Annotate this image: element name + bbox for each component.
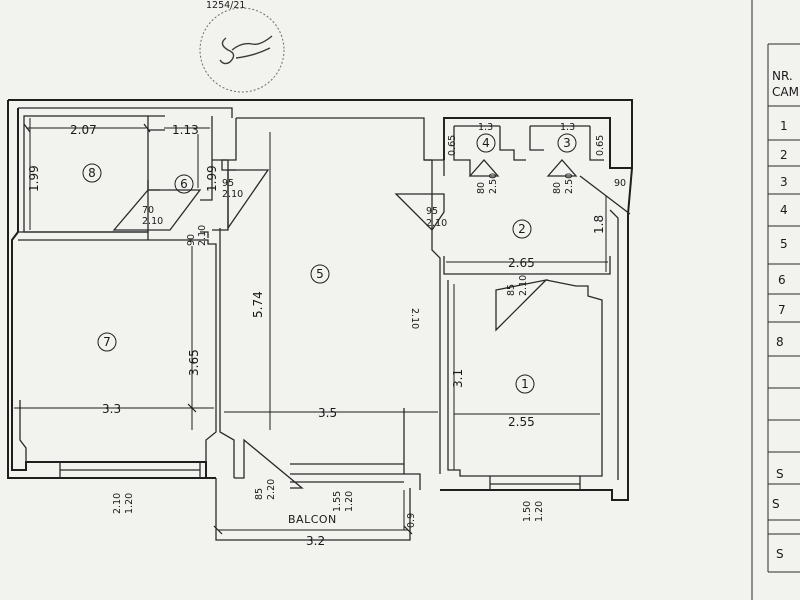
dim-room2-width: 2.65 — [508, 256, 535, 270]
dim-room1-door-height: 2.10 — [518, 275, 529, 296]
table-header-nr: NR. — [772, 69, 793, 83]
dim-balcony-door-width: 85 — [254, 488, 265, 500]
dim-room7-width: 3.3 — [102, 402, 121, 416]
table-header-cam: CAM — [772, 85, 799, 99]
dimension-labels: 2.07 1.13 1.99 1.99 70 2.10 95 2.10 90 2… — [27, 122, 626, 548]
dim-room1-window-width: 1.50 — [522, 501, 533, 522]
dim-room6-height: 1.99 — [205, 165, 219, 192]
room-label-4: 4 — [476, 133, 496, 153]
room-number: 3 — [563, 136, 571, 150]
dim-room3-width: 1.3 — [560, 122, 575, 133]
dim-room1-width: 2.55 — [508, 415, 535, 429]
dim-room2-height: 1.8 — [592, 215, 606, 234]
dim-room3-door-width: 80 — [552, 182, 563, 194]
dim-balcony-door-height: 2.20 — [266, 479, 277, 500]
room-label-3: 3 — [557, 133, 577, 153]
dim-room7-door-width: 90 — [186, 234, 197, 246]
room-2-walls — [394, 175, 631, 275]
table-row-number: 8 — [776, 335, 784, 349]
room-number: 6 — [180, 177, 188, 191]
dim-room5-window-width: 1.55 — [332, 491, 343, 512]
header-note: 1254/21 — [206, 0, 245, 11]
table-row-number: 1 — [780, 119, 788, 133]
room-table: NR. CAM 1 2 3 4 5 6 7 8 S S S — [751, 0, 800, 600]
dim-room4-door-width: 80 — [476, 182, 487, 194]
dim-room5-side: 2.10 — [409, 308, 420, 329]
dim-room1-window-height: 1.20 — [534, 501, 545, 522]
table-s-row: S — [772, 497, 780, 511]
dim-room1-height: 3.1 — [451, 369, 465, 388]
table-row-number: 4 — [780, 203, 788, 217]
balcony-label: BALCON — [288, 513, 337, 526]
dim-balcony-width: 3.2 — [306, 534, 325, 548]
dim-room3-door-height: 2.50 — [564, 173, 575, 194]
dim-room6-door-height: 2.10 — [142, 216, 163, 227]
room-number: 7 — [103, 335, 111, 349]
dim-room7-window-width: 2.10 — [112, 493, 123, 514]
room-5-walls — [215, 118, 441, 541]
room-7-walls — [18, 239, 217, 478]
rooms-4-3-walls — [443, 118, 604, 177]
room-label-1: 1 — [515, 374, 535, 394]
room-label-2: 2 — [512, 219, 532, 239]
dim-room7-door-height: 2.10 — [197, 225, 208, 246]
dim-room8-width: 2.07 — [70, 123, 97, 137]
room-number: 5 — [316, 267, 324, 281]
table-row-number: 5 — [780, 237, 788, 251]
dim-room4-side: 0.65 — [447, 135, 458, 156]
dim-room5-window-height: 1.20 — [344, 491, 355, 512]
room-label-5: 5 — [310, 264, 330, 284]
dim-room7-window-height: 1.20 — [124, 493, 135, 514]
room-labels: 1 2 3 4 5 6 7 8 — [82, 133, 577, 394]
table-row-number: 2 — [780, 148, 788, 162]
dim-room8-height: 1.99 — [27, 165, 41, 192]
room-label-7: 7 — [97, 332, 117, 352]
table-row-number: 3 — [780, 175, 788, 189]
dim-room6-door-width: 70 — [142, 205, 154, 216]
room-label-6: 6 — [174, 174, 194, 194]
dim-room4-door-height: 2.50 — [488, 173, 499, 194]
dim-room1-door-width: 85 — [506, 284, 517, 296]
dim-room5-door-height: 2.10 — [222, 189, 243, 200]
dim-right-90: 90 — [614, 178, 626, 189]
room-label-8: 8 — [82, 163, 102, 183]
table-s-row: S — [776, 547, 784, 561]
dim-room7-height: 3.65 — [187, 349, 201, 376]
dim-room5-height: 5.74 — [251, 291, 265, 318]
table-row-number: 7 — [778, 303, 786, 317]
dim-balcony-depth: 0.9 — [406, 513, 417, 528]
table-row-number: 6 — [778, 273, 786, 287]
dim-room2-door-height: 2.10 — [426, 218, 447, 229]
room-number: 1 — [521, 377, 529, 391]
dimension-lines — [14, 118, 608, 535]
table-s-row: S — [776, 467, 784, 481]
room-number: 4 — [482, 136, 490, 150]
outer-walls — [7, 99, 633, 501]
dim-room5-width: 3.5 — [318, 406, 337, 420]
dim-room5-door-width: 95 — [222, 178, 234, 189]
dim-room3-side: 0.65 — [595, 135, 606, 156]
dim-room6-width: 1.13 — [172, 123, 199, 137]
room-number: 2 — [518, 222, 526, 236]
room-number: 8 — [88, 166, 96, 180]
signature-stamp — [199, 7, 285, 93]
dim-room4-width: 1.3 — [478, 122, 493, 133]
dim-room2-door-width: 95 — [426, 206, 438, 217]
